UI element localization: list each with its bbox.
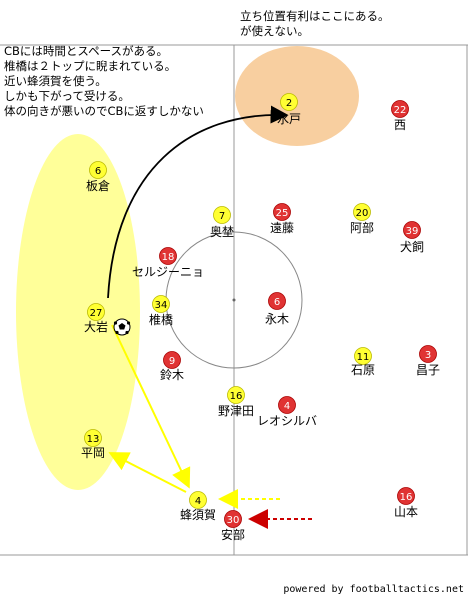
player-marker xyxy=(152,295,170,313)
player-name: 永木 xyxy=(265,312,289,326)
player-number: 6 xyxy=(95,166,101,177)
player-marker xyxy=(163,351,181,369)
player-number: 22 xyxy=(394,105,407,116)
pass-arrow-to-hiraoka xyxy=(108,452,187,493)
orange-zone-top xyxy=(235,46,359,146)
player-endo: 25 遠藤 xyxy=(270,203,294,235)
player-name: 大岩 xyxy=(84,319,108,334)
player-marker xyxy=(159,247,177,265)
player-leo-silva: 4 レオシルバ xyxy=(257,396,317,428)
annotation-line: 椎橋は２トップに睨まれている。 xyxy=(4,59,177,73)
player-name: 犬飼 xyxy=(400,239,424,254)
player-name: 安部 xyxy=(221,527,245,542)
center-spot xyxy=(232,298,236,302)
player-name: 板倉 xyxy=(86,178,110,193)
player-name: セルジーニョ xyxy=(132,265,204,279)
player-marker xyxy=(419,345,437,363)
player-hachisuka: 4 蜂須賀 xyxy=(180,491,216,522)
player-marker xyxy=(273,203,291,221)
player-marker xyxy=(280,93,298,111)
player-marker xyxy=(89,161,107,179)
player-name: 西 xyxy=(394,118,406,132)
player-number: 13 xyxy=(87,434,100,445)
player-number: 7 xyxy=(219,211,225,222)
player-number: 3 xyxy=(425,350,431,361)
pass-arrow-to-hachisuka xyxy=(111,324,191,489)
player-marker xyxy=(87,303,105,321)
player-yamamoto: 16 山本 xyxy=(394,487,418,519)
player-number: 27 xyxy=(90,308,103,319)
player-name: 野津田 xyxy=(218,404,254,418)
credit-text: powered by footballtactics.net xyxy=(283,584,464,595)
player-number: 4 xyxy=(195,496,201,507)
player-marker xyxy=(353,203,371,221)
player-okuno: 7 奥埜 xyxy=(210,206,234,239)
player-name: 昌子 xyxy=(416,363,440,377)
player-inukai: 39 犬飼 xyxy=(400,221,424,254)
player-serginho: 18 セルジーニョ xyxy=(132,247,204,279)
player-number: 16 xyxy=(230,391,243,402)
player-number: 34 xyxy=(155,300,168,311)
player-name: 水戸 xyxy=(277,112,301,126)
player-marker xyxy=(84,429,102,447)
player-nagaki: 6 永木 xyxy=(265,292,289,326)
annotation-line: が使えない。 xyxy=(240,24,309,38)
annotation-top: 立ち位置有利はここにある。 が使えない。 xyxy=(240,9,390,39)
player-name: 平岡 xyxy=(81,446,105,460)
player-marker xyxy=(278,396,296,414)
player-marker xyxy=(213,206,231,224)
annotation-left: CBには時間とスペースがある。 椎橋は２トップに睨まれている。 近い蜂須賀を使う… xyxy=(4,44,204,119)
player-number: 25 xyxy=(276,208,289,219)
player-number: 16 xyxy=(400,492,413,503)
player-name: 鈴木 xyxy=(160,367,184,382)
player-ishihara: 11 石原 xyxy=(351,347,375,377)
player-marker xyxy=(227,386,245,404)
player-marker xyxy=(224,510,242,528)
annotation-line: 近い蜂須賀を使う。 xyxy=(4,74,107,88)
player-marker xyxy=(403,221,421,239)
player-marker xyxy=(189,491,207,509)
player-itakura: 6 板倉 xyxy=(86,161,110,193)
annotation-line: 体の向きが悪いのでCBに返すしかない xyxy=(4,104,204,118)
player-abe-red: 30 安部 xyxy=(221,510,245,542)
player-mito: 2 水戸 xyxy=(277,93,301,126)
player-number: 30 xyxy=(227,515,240,526)
annotation-line: 立ち位置有利はここにある。 xyxy=(240,9,390,23)
player-marker xyxy=(391,100,409,118)
annotation-line: CBには時間とスペースがある。 xyxy=(4,44,169,58)
long-pass-arrow xyxy=(107,105,289,299)
player-oiwa: 27 大岩 xyxy=(84,303,108,334)
player-name: 石原 xyxy=(351,363,375,377)
player-number: 20 xyxy=(356,208,369,219)
player-name: 椎橋 xyxy=(149,312,173,327)
player-number: 39 xyxy=(406,226,419,237)
player-number: 18 xyxy=(162,252,175,263)
player-number: 9 xyxy=(169,356,175,367)
player-number: 11 xyxy=(357,352,370,363)
player-name: 蜂須賀 xyxy=(180,508,216,522)
player-number: 2 xyxy=(286,98,292,109)
player-nishi: 22 西 xyxy=(391,100,409,132)
player-name: レオシルバ xyxy=(257,414,317,428)
player-hiraoka: 13 平岡 xyxy=(81,429,105,460)
yellow-zone-left xyxy=(16,134,140,490)
player-number: 4 xyxy=(284,401,290,412)
player-name: 奥埜 xyxy=(210,225,234,239)
player-marker xyxy=(397,487,415,505)
annotation-line: しかも下がって受ける。 xyxy=(4,89,130,103)
player-name: 山本 xyxy=(394,505,418,519)
player-notsuda: 16 野津田 xyxy=(218,386,254,418)
soccer-ball-icon xyxy=(113,318,131,336)
player-name: 阿部 xyxy=(350,220,374,235)
player-name: 遠藤 xyxy=(270,221,294,235)
player-shoji: 3 昌子 xyxy=(416,345,440,377)
player-suzuki: 9 鈴木 xyxy=(160,351,184,382)
player-shiibashi: 34 椎橋 xyxy=(149,295,173,327)
player-marker xyxy=(354,347,372,365)
player-abe-yellow: 20 阿部 xyxy=(350,203,374,235)
player-marker xyxy=(268,292,286,310)
player-number: 6 xyxy=(274,297,280,308)
